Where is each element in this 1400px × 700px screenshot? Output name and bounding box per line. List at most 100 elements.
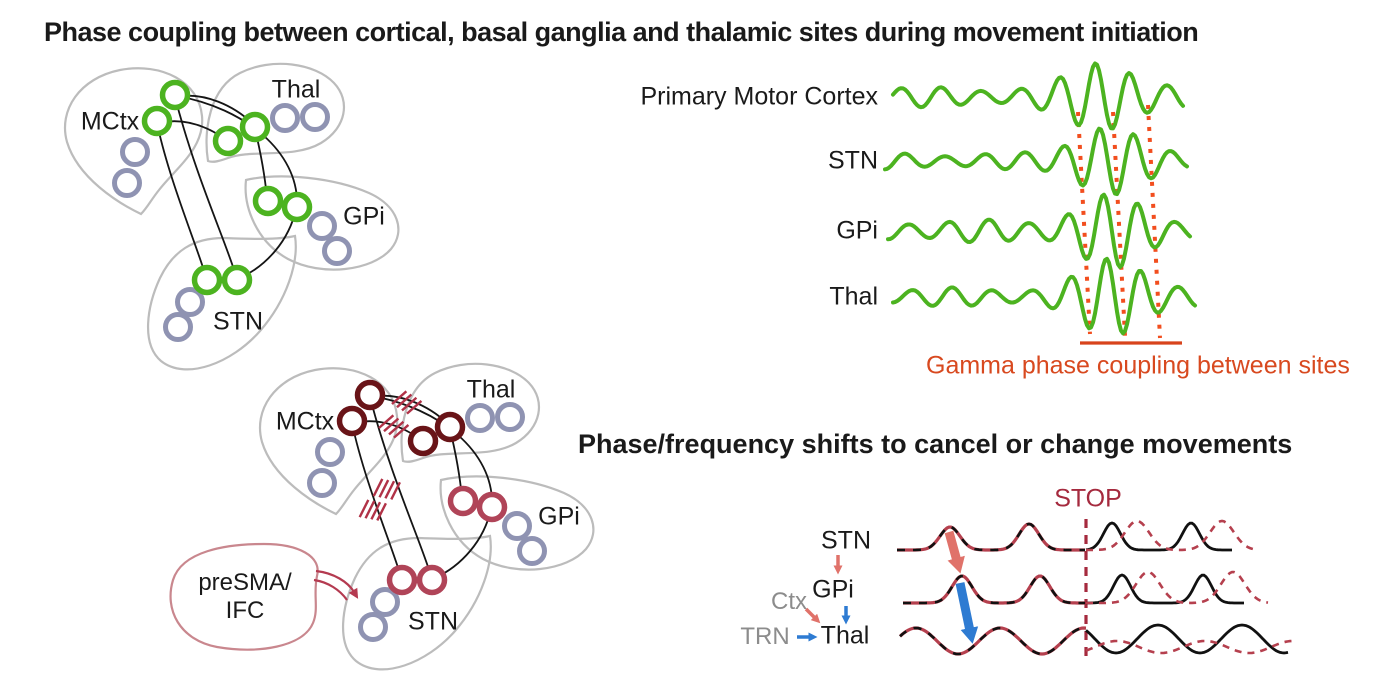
inactive-neuron-node	[315, 437, 345, 467]
inactive-neuron-node	[163, 312, 193, 342]
presma-ifc-label: preSMA/ IFC	[198, 569, 291, 625]
gamma-coupling-caption: Gamma phase coupling between sites	[926, 351, 1350, 380]
stop-ctx-label: Ctx	[771, 588, 807, 615]
inactive-neuron-node	[175, 287, 205, 317]
gamma-oscillation-trace	[891, 61, 1185, 131]
pre-stop-trace-red	[898, 626, 1087, 656]
pre-stop-trace-black-dashed	[903, 574, 1085, 605]
inactive-neuron-node	[322, 236, 352, 266]
inactive-neuron-node	[495, 402, 525, 432]
stn-label-bottom: STN	[408, 607, 458, 636]
stop-wave-traces	[897, 519, 1293, 656]
stop-thal-label: Thal	[820, 621, 870, 650]
region-blob	[258, 367, 399, 516]
inactive-neuron-node	[517, 536, 547, 566]
stn-label-top: STN	[213, 307, 263, 336]
stop-label: STOP	[1054, 484, 1122, 513]
post-stop-trace-black	[1085, 623, 1289, 655]
gpi-label-bottom: GPi	[538, 502, 580, 531]
stop-gpi-label: GPi	[812, 575, 854, 604]
network-initiation-graph	[63, 62, 400, 371]
active-neuron-node	[159, 79, 191, 111]
active-neuron-node	[191, 264, 223, 296]
gpi-label-top: GPi	[343, 202, 385, 231]
pre-stop-trace-red	[897, 522, 1085, 552]
active-neuron-node	[434, 411, 466, 443]
inactive-neuron-node	[465, 403, 495, 433]
network-stop-graph	[258, 362, 595, 671]
thal-label-bottom: Thal	[466, 375, 516, 404]
disruption-hash-icon	[391, 390, 423, 415]
active-neuron-node	[221, 264, 253, 296]
post-stop-trace-red-dashed	[1086, 570, 1269, 605]
gamma-oscillation-trace	[891, 256, 1197, 336]
trace-label-thal: Thal	[829, 282, 878, 311]
post-stop-trace-red-dashed	[1085, 639, 1293, 655]
active-neuron-node	[239, 111, 271, 143]
active-neuron-node	[407, 425, 439, 457]
disruption-hash-icon	[358, 499, 387, 521]
active-neuron-node	[476, 491, 508, 523]
inactive-neuron-node	[120, 137, 150, 167]
ctx-to-thal-arrow	[804, 607, 821, 624]
connection-line	[156, 122, 207, 278]
presma-label-line2: IFC	[225, 597, 265, 624]
active-neuron-node	[386, 564, 418, 596]
presma-ifc-region	[169, 542, 359, 651]
disruption-hash-icon	[378, 414, 410, 439]
active-neuron-node	[447, 485, 479, 517]
pre-stop-trace-red	[903, 574, 1085, 605]
active-neuron-node	[141, 105, 173, 137]
mctx-label-top: MCtx	[80, 107, 140, 136]
region-blob	[147, 234, 297, 371]
title-initiation: Phase coupling between cortical, basal g…	[44, 17, 1199, 47]
post-stop-trace-red-dashed	[1086, 519, 1257, 552]
inactive-neuron-node	[370, 587, 400, 617]
suppression-arrow-blue-large	[955, 582, 979, 644]
trace-label-motor-cortex: Primary Motor Cortex	[640, 82, 878, 111]
connection-line	[369, 396, 432, 577]
active-neuron-node	[281, 191, 313, 223]
thal-label-top: Thal	[271, 75, 321, 104]
inactive-neuron-node	[502, 511, 532, 541]
region-blob	[63, 67, 204, 216]
inactive-neuron-node	[112, 168, 142, 198]
connection-line	[174, 96, 237, 277]
inactive-neuron-node	[307, 211, 337, 241]
presma-arrow-icon-inner	[313, 578, 348, 601]
presma-blob	[169, 542, 319, 651]
phase-coupling-dotted-line	[1076, 111, 1092, 335]
active-neuron-node	[336, 405, 368, 437]
active-neuron-node	[416, 564, 448, 596]
inactive-neuron-node	[300, 102, 330, 132]
gamma-coupling-markers	[1076, 104, 1182, 345]
region-blob	[205, 62, 346, 163]
disruption-hash-icon	[372, 478, 401, 500]
title-stop: Phase/frequency shifts to cancel or chan…	[578, 429, 1293, 459]
pre-stop-trace-black-dashed	[899, 626, 1087, 656]
inactive-neuron-node	[270, 103, 300, 133]
inactive-neuron-node	[307, 468, 337, 498]
trace-label-gpi: GPi	[836, 216, 878, 245]
gamma-oscillation-trace	[883, 126, 1189, 197]
presma-arrow-icon	[315, 569, 359, 599]
region-blob	[342, 534, 492, 671]
suppression-arrow-salmon-large	[944, 530, 965, 574]
presma-label-line1: preSMA/	[198, 569, 292, 596]
phase-coupling-dotted-line	[1111, 111, 1127, 337]
stop-trn-label: TRN	[740, 623, 790, 650]
stop-stn-label: STN	[821, 526, 871, 555]
active-neuron-node	[354, 379, 386, 411]
region-blob	[400, 362, 541, 463]
post-stop-trace-black	[1085, 521, 1232, 552]
active-neuron-node	[252, 185, 284, 217]
gamma-oscillation-trace	[886, 192, 1192, 270]
connection-line	[351, 422, 402, 578]
trace-label-stn: STN	[828, 146, 878, 175]
active-neuron-node	[212, 125, 244, 157]
stop-panel-arrows	[797, 530, 979, 644]
pre-stop-trace-black-dashed	[897, 522, 1085, 552]
mctx-label-bottom: MCtx	[275, 407, 335, 436]
